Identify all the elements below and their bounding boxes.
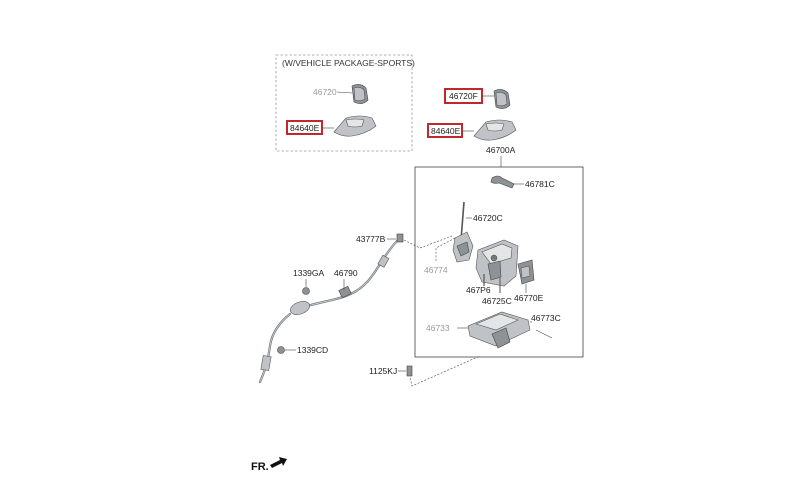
part-number-1125KJ[interactable]: 1125KJ [369, 366, 397, 376]
part-number-467P6[interactable]: 467P6 [466, 285, 491, 295]
part-number-46720-package[interactable]: 46720 [313, 87, 337, 97]
highlight-box-84640E [427, 123, 463, 138]
part-number-46770E[interactable]: 46770E [514, 293, 544, 303]
shift-lever-part-46720C [452, 201, 474, 263]
shifter-assembly-box [414, 166, 584, 358]
shift-knob-part [493, 89, 511, 109]
part-number-84640E[interactable]: 84640E [431, 126, 461, 136]
leader-line [403, 235, 453, 249]
leader-line [409, 355, 481, 387]
part-number-43777B[interactable]: 43777B [356, 234, 386, 244]
package-shift-knob-part [351, 84, 369, 104]
part-number-46725C[interactable]: 46725C [482, 296, 512, 306]
part-number-46700A[interactable]: 46700A [486, 145, 516, 155]
front-orientation-label: FR. [251, 461, 269, 473]
leader-line [435, 237, 456, 262]
highlight-box-84640E-package [286, 120, 323, 135]
boot-part [473, 119, 517, 141]
bracket-part-46770E [517, 259, 535, 285]
front-arrow-icon [270, 457, 287, 468]
part-number-1339GA[interactable]: 1339GA [293, 268, 325, 278]
highlight-box-46720F [444, 88, 483, 104]
leader-line [535, 329, 553, 339]
sports-package-header: (W/VEHICLE PACKAGE-SPORTS) [282, 58, 415, 68]
shift-cable-part [258, 238, 400, 384]
bolt-part-1339GA [302, 287, 310, 295]
part-number-1339CD[interactable]: 1339CD [297, 345, 328, 355]
part-number-46720F[interactable]: 46720F [449, 91, 478, 101]
shifter-housing-part [475, 239, 519, 287]
lever-part-46781C [490, 175, 515, 189]
base-plate-part [467, 311, 531, 349]
bolt-part-1125KJ [406, 365, 413, 377]
bolt-part-1339CD [277, 346, 285, 354]
part-number-84640E-package[interactable]: 84640E [290, 123, 320, 133]
part-number-46790[interactable]: 46790 [334, 268, 358, 278]
part-number-46720C[interactable]: 46720C [473, 213, 503, 223]
part-number-46774[interactable]: 46774 [424, 265, 448, 275]
clip-part-43777B [396, 233, 404, 243]
part-number-46781C[interactable]: 46781C [525, 179, 555, 189]
leader-line [336, 91, 353, 94]
part-number-46773C[interactable]: 46773C [531, 313, 561, 323]
sports-package-box [275, 54, 413, 152]
package-boot-part [333, 115, 377, 137]
part-number-46733[interactable]: 46733 [426, 323, 450, 333]
